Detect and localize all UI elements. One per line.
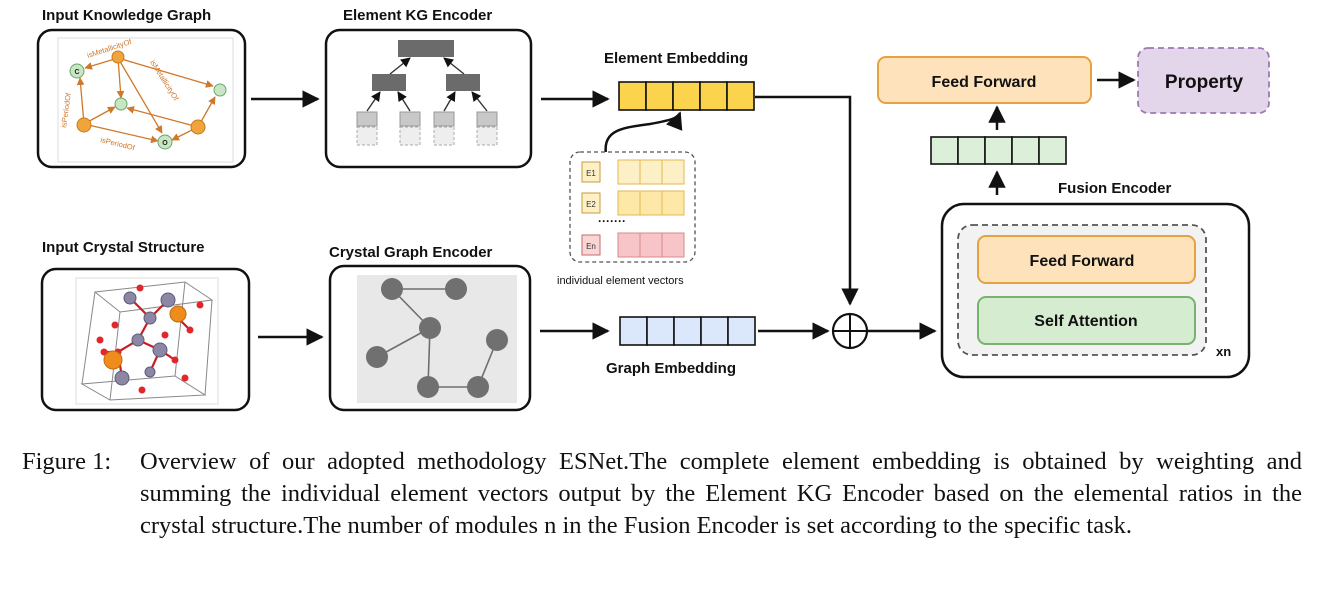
svg-text:E2: E2 xyxy=(586,200,596,209)
element-vector-e1: E1 xyxy=(581,159,685,185)
input-kg-title: Input Knowledge Graph xyxy=(42,7,211,24)
crystal-structure-image xyxy=(75,277,219,405)
feed-forward-box xyxy=(877,56,1092,104)
element-vector-e2: E2 xyxy=(581,190,685,216)
knowledge-graph: C O isMetallicityOf isMetallicityOf isPe… xyxy=(57,37,234,163)
self-attention-label: Self Attention xyxy=(1034,313,1137,330)
inner-feed-forward-box xyxy=(977,235,1196,284)
element-vector-en: En xyxy=(581,232,685,258)
graph-embedding-title: Graph Embedding xyxy=(606,360,736,377)
feed-forward-label: Feed Forward xyxy=(932,74,1037,91)
crystal-graph xyxy=(366,278,508,398)
graph-embedding-vector xyxy=(619,316,756,346)
property-label: Property xyxy=(1165,72,1244,93)
crystal-encoder-title: Crystal Graph Encoder xyxy=(329,244,493,261)
fused-embedding-vector xyxy=(930,136,1067,165)
fusion-encoder-title: Fusion Encoder xyxy=(1058,180,1172,197)
arrow xyxy=(604,111,683,161)
caption-text: Overview of our adopted methodology ESNe… xyxy=(140,448,1302,539)
figure-caption: Figure 1: Overview of our adopted method… xyxy=(22,446,1302,542)
tree-encoder-icon xyxy=(356,40,498,146)
kg-encoder-title: Element KG Encoder xyxy=(343,7,492,24)
svg-text:E1: E1 xyxy=(586,169,596,178)
element-embedding-title: Element Embedding xyxy=(604,50,748,67)
property-box xyxy=(1137,47,1270,114)
self-attention-box xyxy=(977,296,1196,345)
caption-label: Figure 1: xyxy=(22,448,118,475)
ellipsis: ······· xyxy=(598,214,626,228)
inner-feed-forward-label: Feed Forward xyxy=(1030,253,1135,270)
svg-text:En: En xyxy=(586,242,596,251)
element-embedding-vector xyxy=(618,81,755,111)
repeat-label: xn xyxy=(1216,344,1231,359)
sum-operator xyxy=(831,312,869,350)
arrow xyxy=(755,95,859,306)
kg-node-o-label: O xyxy=(162,140,168,147)
input-crystal-title: Input Crystal Structure xyxy=(42,239,205,256)
element-vectors-caption: individual element vectors xyxy=(557,275,684,287)
kg-node-c-label: C xyxy=(74,69,79,76)
methodology-diagram: Input Knowledge Graph C O isMetallicityO… xyxy=(36,7,1270,412)
